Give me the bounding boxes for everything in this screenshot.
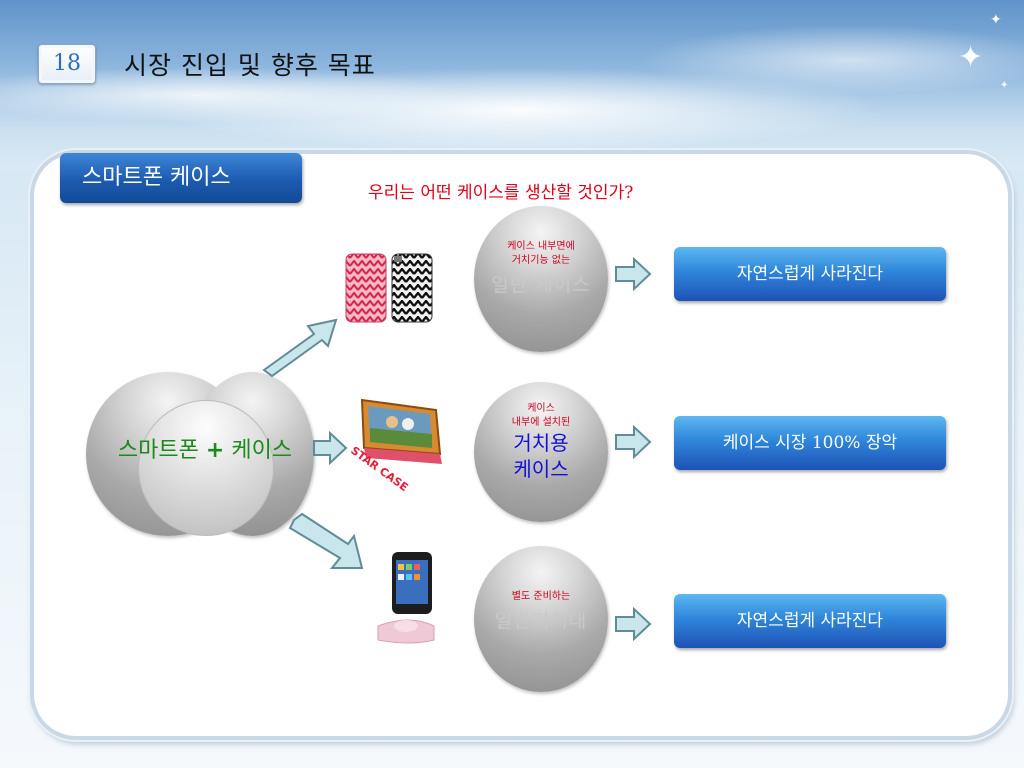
venn-plus: + <box>205 438 225 463</box>
branch-arrow-down-icon <box>288 512 364 569</box>
option1-desc-line2: 거치기능 없는 <box>511 255 571 266</box>
option-text-stand: 별도 준비하는 일반거치대 <box>466 590 616 633</box>
venn-center-circle <box>138 400 274 536</box>
option-text-basic-case: 케이스 내부면에 거치기능 없는 일반 케이스 <box>466 240 616 297</box>
option-circle-stand <box>474 546 608 692</box>
result-box-2: 케이스 시장 100% 장악 <box>674 416 946 470</box>
venn-text-case: 케이스 <box>231 438 293 463</box>
branch-arrow-right-icon <box>313 430 348 466</box>
phone-dock-image <box>377 552 435 644</box>
section-tab: 스마트폰 케이스 <box>60 153 302 203</box>
option-circle-basic-case <box>474 206 608 352</box>
option1-label: 일반 케이스 <box>491 274 591 296</box>
result-box-1: 자연스럽게 사라진다 <box>674 247 946 301</box>
venn-text-smartphone: 스마트폰 <box>117 438 199 463</box>
option2-desc-line1: 케이스 <box>527 403 555 414</box>
result-arrow-icon <box>615 424 652 460</box>
branch-arrow-up-icon <box>262 318 338 378</box>
option1-desc-line1: 케이스 내부면에 <box>507 241 575 252</box>
sparkle-icon: ✦ <box>1000 80 1009 91</box>
option-circle-stand-case <box>474 382 608 522</box>
option2-label-line2: 케이스 <box>513 457 569 481</box>
patterned-phone-cases-image <box>345 253 433 323</box>
option3-desc-line1: 별도 준비하는 <box>511 591 571 602</box>
option2-label-line1: 거치용 <box>513 431 569 455</box>
header-sky-background <box>0 0 1024 170</box>
slide-number: 18 <box>38 44 96 84</box>
result-box-3: 자연스럽게 사라진다 <box>674 594 946 648</box>
option-text-stand-case: 케이스 내부에 설치된 거치용 케이스 <box>466 402 616 482</box>
star-case-image: STAR CASE <box>348 398 442 494</box>
option2-desc-line2: 내부에 설치된 <box>511 417 571 428</box>
option3-label: 일반거치대 <box>494 610 588 632</box>
question-text: 우리는 어떤 케이스를 생산할 것인가? <box>368 183 634 203</box>
result-arrow-icon <box>615 256 652 292</box>
sparkle-icon: ✦ <box>958 40 984 75</box>
sparkle-icon: ✦ <box>990 12 1002 28</box>
slide-title: 시장 진입 및 향후 목표 <box>124 51 376 80</box>
result-arrow-icon <box>615 606 652 642</box>
venn-label: 스마트폰 + 케이스 <box>95 432 315 464</box>
